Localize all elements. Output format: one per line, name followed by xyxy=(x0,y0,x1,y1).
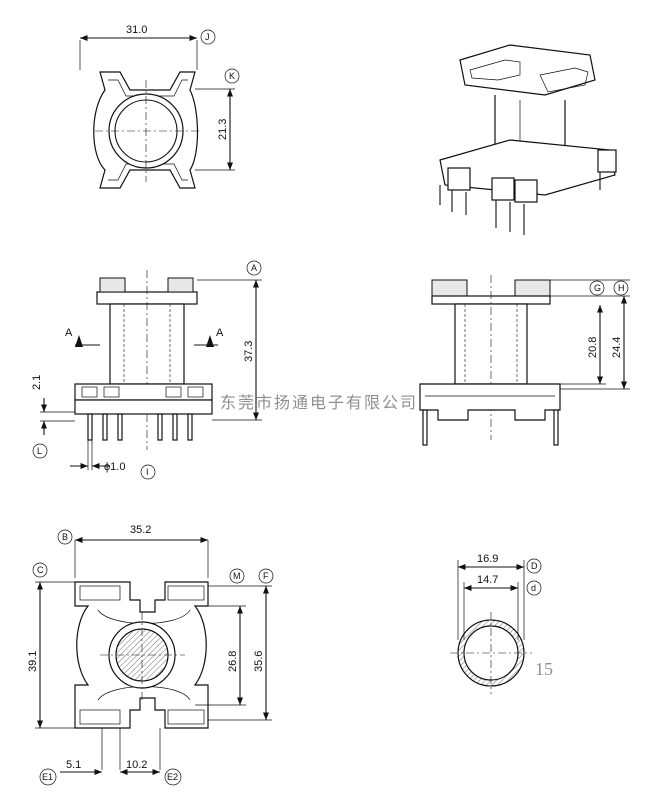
top-width-dim: 31.0 xyxy=(126,24,147,36)
section-a-left: A xyxy=(65,327,73,339)
front-view: A A A 37.3 xyxy=(31,260,262,480)
front-height-dim: 37.3 xyxy=(243,341,255,362)
ref-e1: E1 xyxy=(42,772,53,782)
pin-dim: ϕ1.0 xyxy=(104,461,125,473)
side-view: 20.8 24.4 G H xyxy=(419,275,630,446)
side-outer-dim: 24.4 xyxy=(611,337,623,358)
bottom-width-dim: 35.2 xyxy=(130,524,151,536)
side-inner-dim: 20.8 xyxy=(587,337,599,358)
pitch-dim: 5.1 xyxy=(66,759,81,771)
bottom-outer-dim: 35.6 xyxy=(253,651,265,672)
isometric-view xyxy=(439,44,617,235)
top-view: 31.0 J 21.3 K xyxy=(79,24,240,189)
company-watermark: 东莞市扬通电子有限公司 xyxy=(220,393,418,412)
bottom-view: B 35.2 C 39.1 26.8 M 35.6 F xyxy=(27,524,274,786)
core-view: 16.9 14.7 D d xyxy=(450,553,542,694)
ref-e2: E2 xyxy=(167,772,178,782)
page-number: 15 xyxy=(535,659,553,679)
flange-dim: 2.1 xyxy=(31,375,43,390)
ref-b: B xyxy=(62,532,68,542)
core-inner-dim: 14.7 xyxy=(477,574,498,586)
ref-c: C xyxy=(37,565,44,575)
ref-f: F xyxy=(263,571,269,581)
bottom-height-dim: 39.1 xyxy=(27,651,39,672)
top-height-dim: 21.3 xyxy=(217,119,229,140)
ref-h: H xyxy=(618,283,625,293)
row-dim: 10.2 xyxy=(126,759,147,771)
ref-m: M xyxy=(233,571,241,581)
ref-a-height: A xyxy=(251,263,257,273)
ref-g: G xyxy=(594,283,601,293)
ref-d-upper: D xyxy=(531,561,538,571)
bottom-inner-dim: 26.8 xyxy=(227,651,239,672)
ref-l: L xyxy=(37,446,42,456)
core-outer-dim: 16.9 xyxy=(477,553,498,565)
ref-i: I xyxy=(146,467,149,477)
section-a-right: A xyxy=(216,327,224,339)
ref-d-lower: d xyxy=(531,583,536,593)
ref-k: K xyxy=(229,71,235,81)
ref-j: J xyxy=(205,32,210,42)
